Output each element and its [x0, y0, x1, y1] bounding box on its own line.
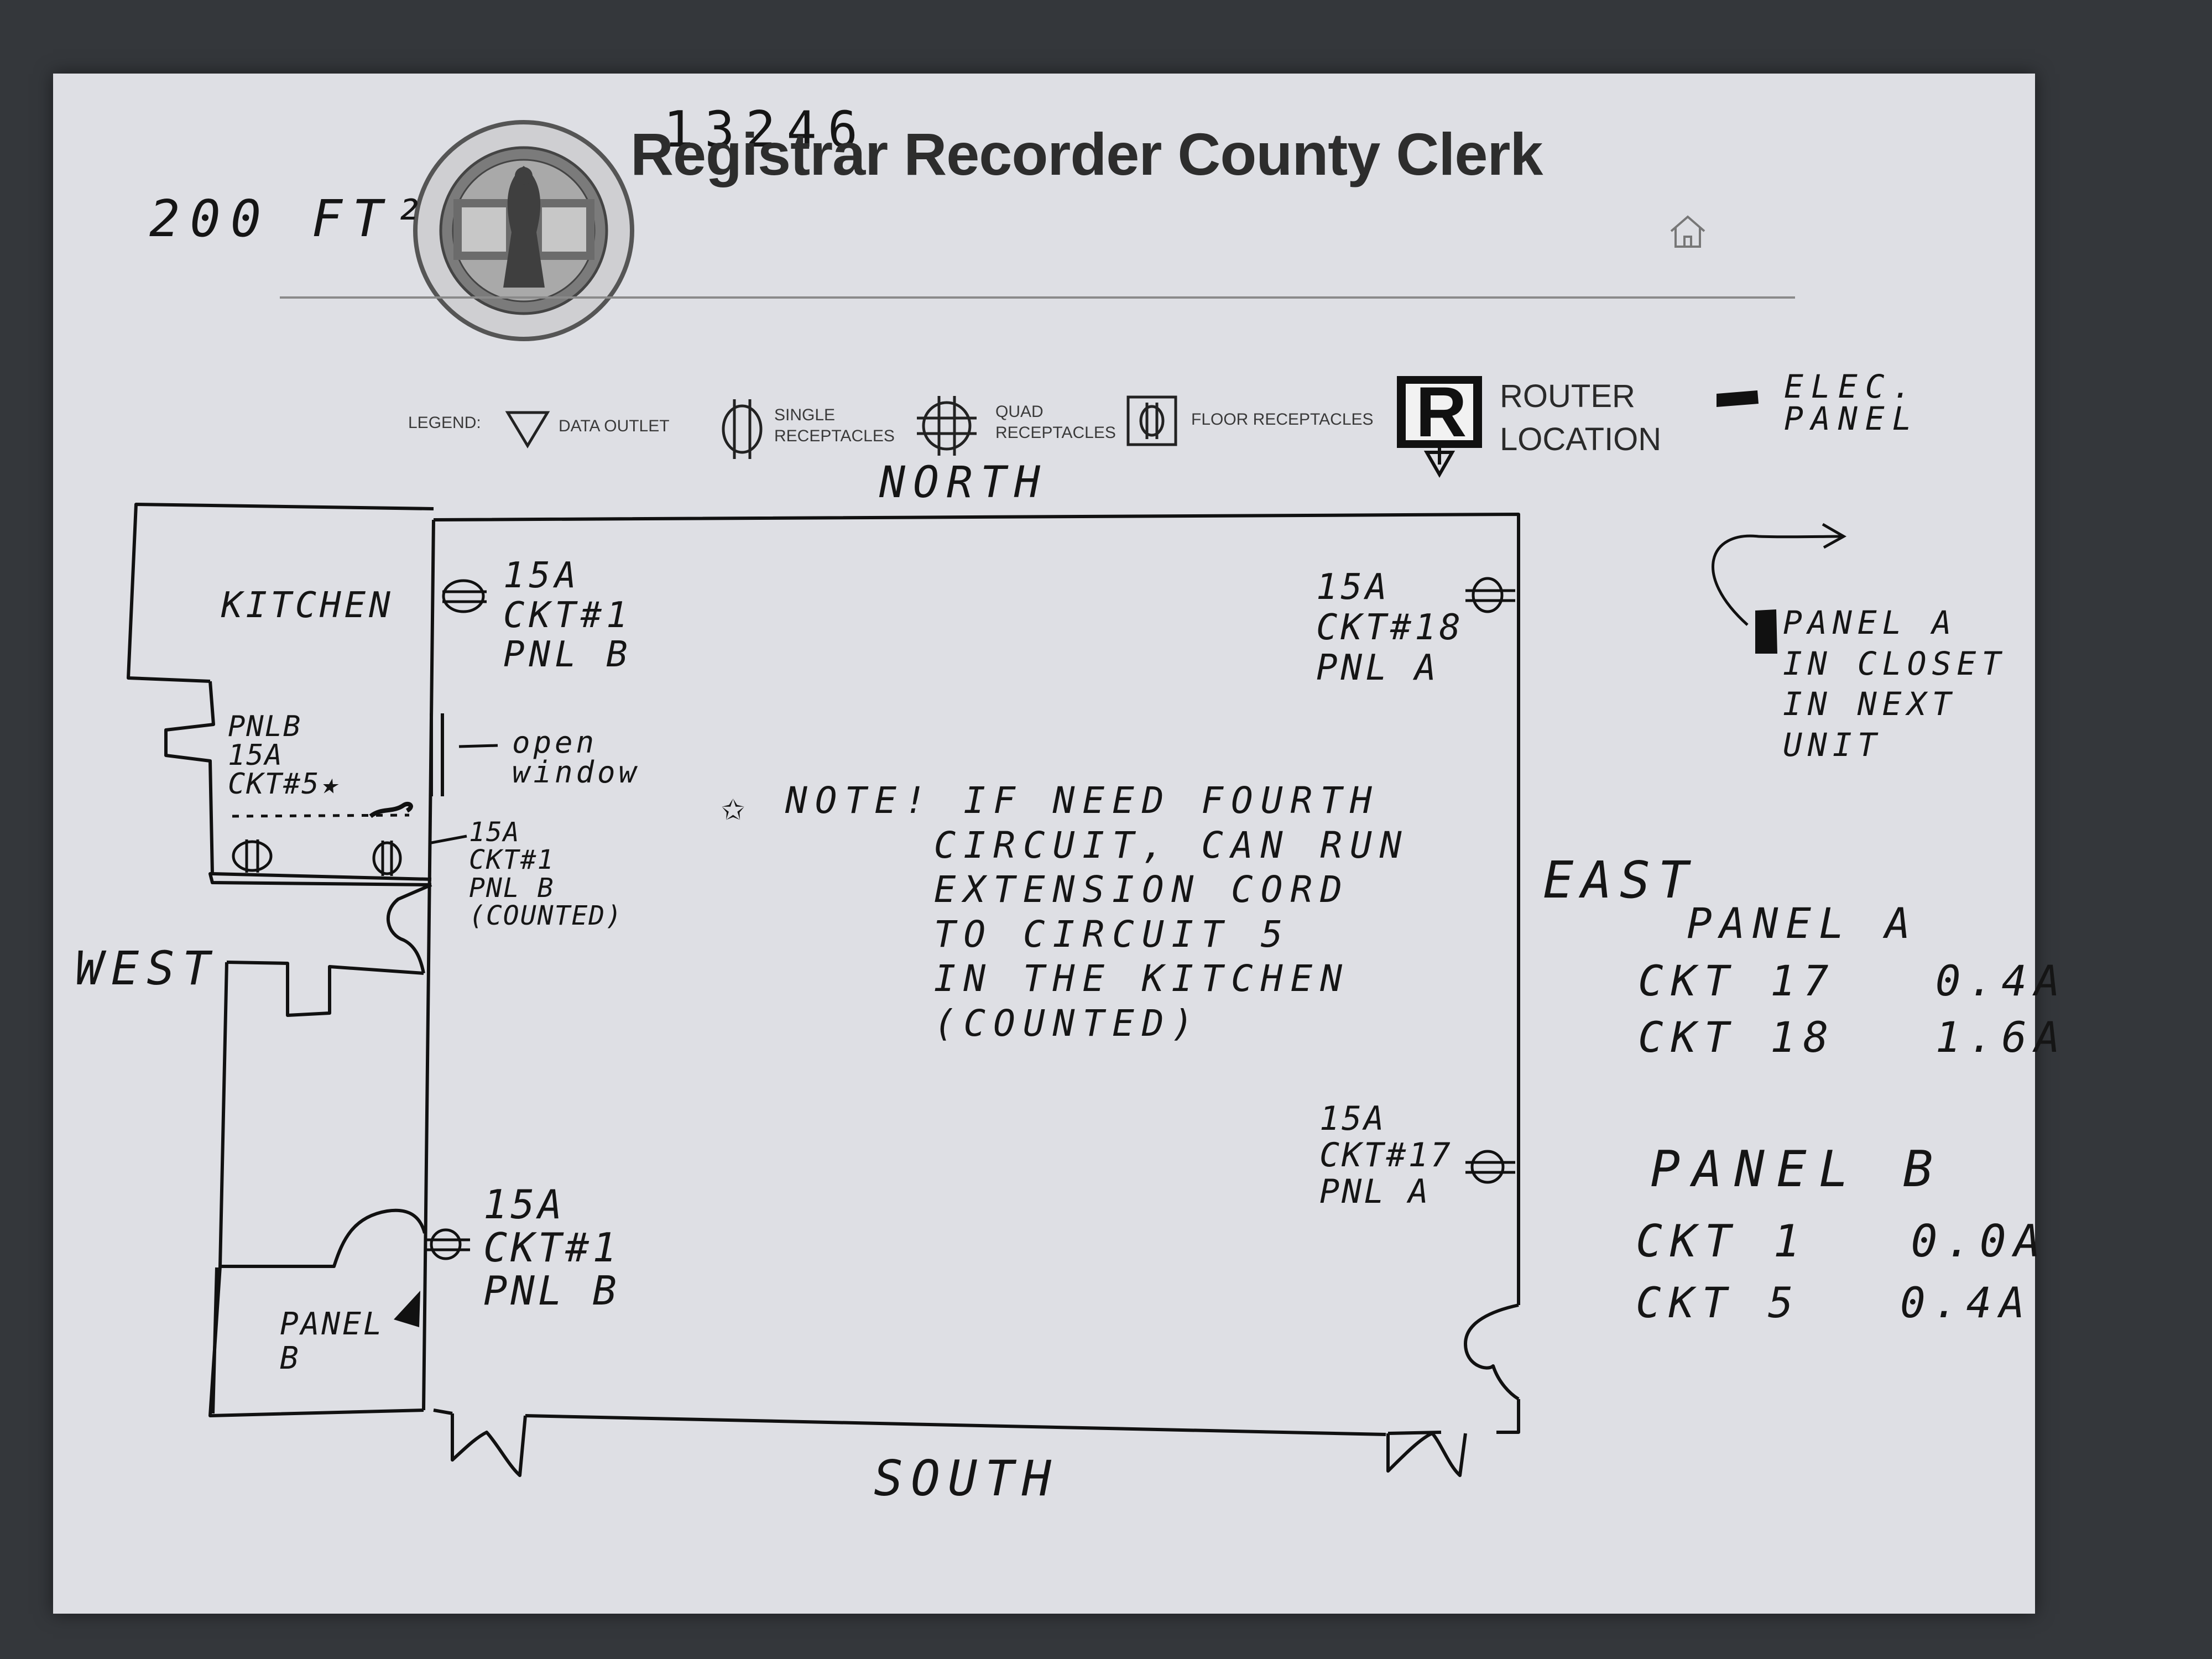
header-divider	[280, 296, 1795, 299]
panel-a-closet-note: PANEL A IN CLOSET IN NEXT UNIT	[1783, 604, 2007, 764]
legend-quad-receptacles-label: QUAD RECEPTACLES	[995, 403, 1116, 442]
leader-lines	[431, 744, 498, 844]
data-outlet-icon	[505, 411, 550, 448]
fourth-circuit-note: NOTE! IF NEED FOURTH CIRCUIT, CAN RUN EX…	[785, 779, 1410, 1045]
west-outlet-label: 15A CKT#1 PNL B	[483, 1181, 620, 1314]
panel-a-arrow	[1712, 523, 1847, 626]
panel-a-summary-row1: CKT 17 0.4A	[1638, 956, 2068, 1005]
panel-b-summary-title: PANEL B	[1650, 1140, 1945, 1198]
main-room-walls	[422, 513, 1520, 1477]
router-letter: R	[1416, 373, 1467, 452]
quad-receptacle-icon	[917, 396, 977, 456]
kitchen-pnlb-label: PNLB 15A CKT#5★	[228, 710, 338, 801]
panel-b-summary-row2: CKT 5 0.4A	[1636, 1278, 2033, 1327]
panel-b-room-label: PANEL B	[280, 1306, 384, 1376]
floor-receptacle-icon	[1126, 395, 1177, 446]
north-label: NORTH	[879, 458, 1048, 508]
number-note: 13246	[664, 101, 869, 159]
ne-receptacle-symbol	[1465, 577, 1515, 613]
home-icon	[1670, 215, 1705, 248]
single-receptacle-icon	[722, 399, 763, 459]
west-label: WEST	[75, 941, 218, 995]
legend-floor-receptacles-label: FLOOR RECEPTACLES	[1191, 410, 1374, 429]
kitchen-floor-receptacle-right	[372, 841, 402, 876]
router-icon	[1397, 376, 1482, 478]
kitchen-dashed-line	[232, 813, 410, 818]
kitchen-walls	[127, 503, 444, 886]
panel-b-summary-row1: CKT 1 0.0A	[1636, 1215, 2048, 1267]
area-note: 200 FT²	[149, 189, 434, 248]
kitchen-outlet-label: 15A CKT#1 PNL B	[503, 555, 632, 676]
legend-label: LEGEND:	[408, 414, 481, 432]
east-label: EAST	[1543, 851, 1697, 910]
panel-a-summary-title: PANEL A	[1687, 899, 1918, 948]
legend-elec-panel-label: ELEC. PANEL	[1784, 368, 1919, 437]
kitchen-scribble-mark	[369, 801, 413, 818]
south-label: SOUTH	[874, 1450, 1059, 1507]
panel-a-summary-row2: CKT 18 1.6A	[1638, 1013, 2068, 1062]
kitchen-label: KITCHEN	[221, 585, 394, 626]
west-receptacle-symbol	[426, 1228, 470, 1260]
panel-b-symbol	[394, 1291, 420, 1327]
note-star: ✩	[721, 782, 753, 829]
elec-panel-icon	[1717, 390, 1759, 407]
legend-data-outlet-label: DATA OUTLET	[559, 417, 670, 435]
kitchen-receptacle-symbol	[442, 579, 487, 613]
page-title: Registrar Recorder County Clerk	[630, 121, 1543, 187]
kitchen-floor-receptacle-left	[232, 839, 273, 873]
ne-outlet-label: 15A CKT#18 PNL A	[1316, 567, 1464, 688]
kitchen-counted-label: 15A CKT#1 PNL B (COUNTED)	[469, 817, 623, 932]
se-receptacle-symbol	[1465, 1150, 1515, 1184]
county-seal-logo	[413, 120, 634, 341]
panel-a-symbol	[1755, 609, 1777, 654]
west-rooms-walls	[208, 883, 432, 1417]
legend-single-receptacles-label: SINGLE RECEPTACLES	[774, 406, 895, 445]
legend-router-location-label: ROUTER LOCATION	[1500, 378, 1662, 458]
open-window-label: open window	[512, 725, 640, 790]
se-outlet-label: 15A CKT#17 PNL A	[1319, 1099, 1453, 1211]
